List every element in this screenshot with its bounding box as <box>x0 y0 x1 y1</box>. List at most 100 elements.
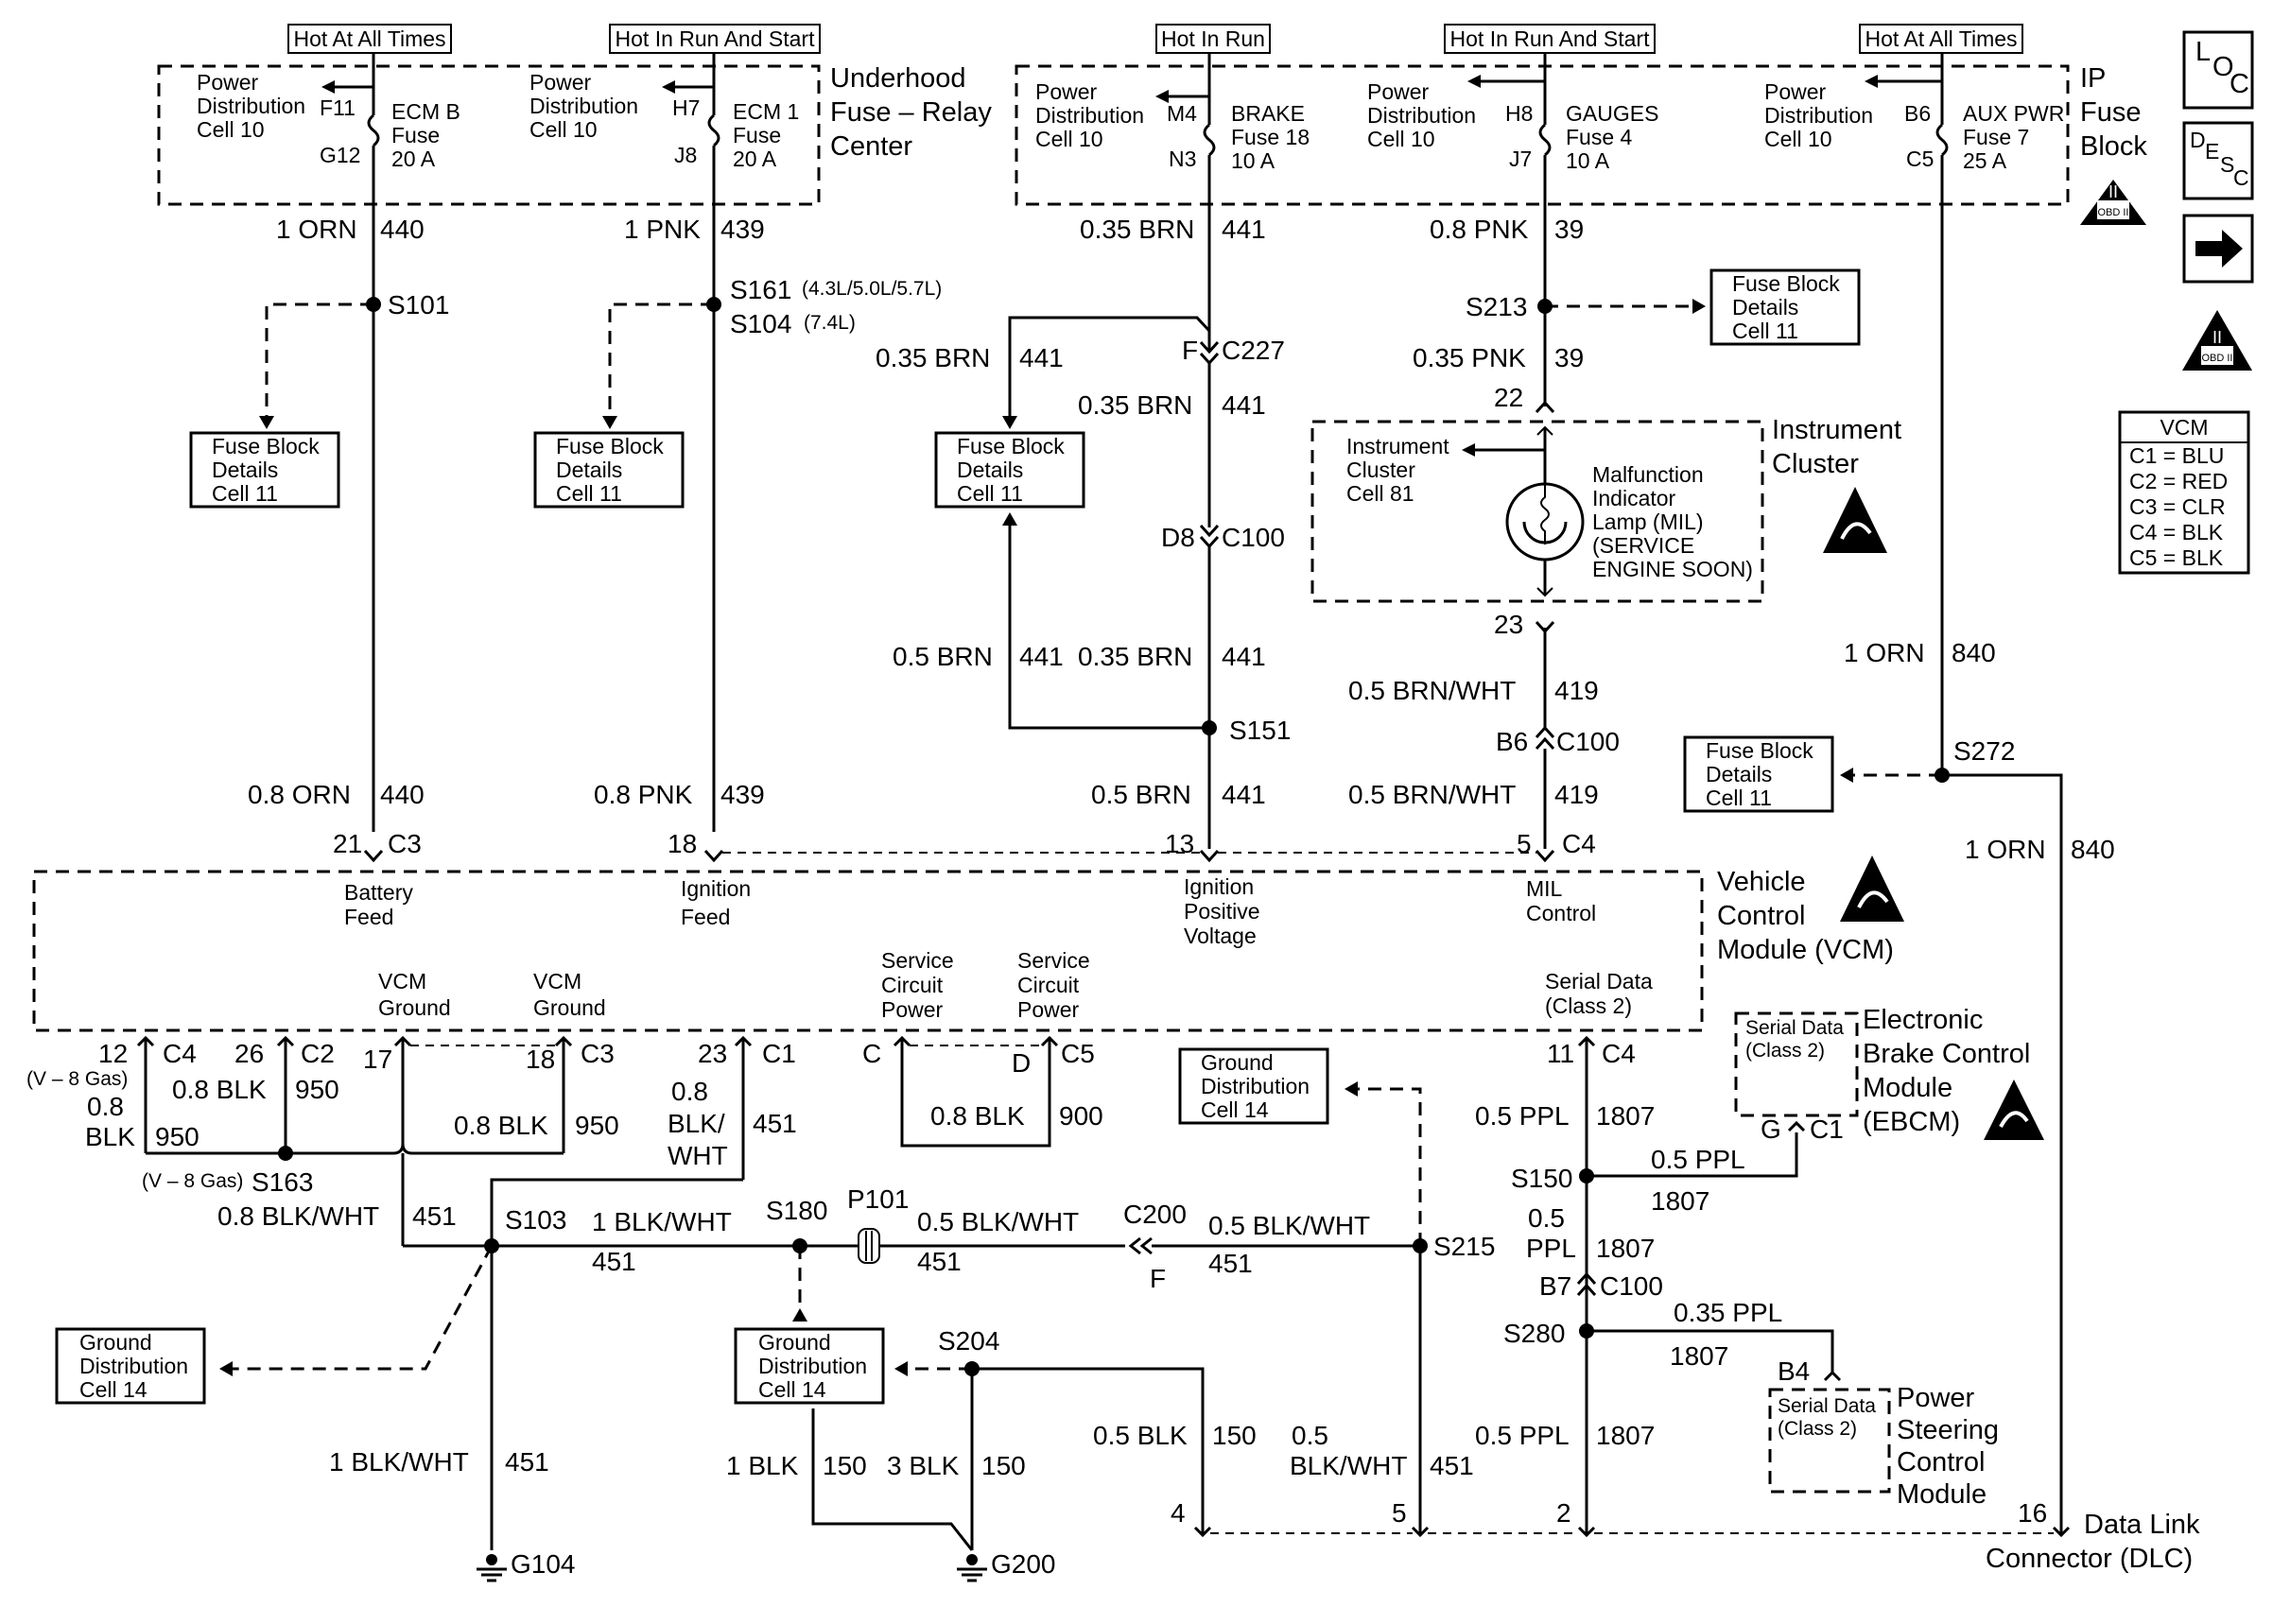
vcm-pin-17: 17 <box>363 1045 392 1074</box>
ground-g200: G200 <box>957 1549 1056 1582</box>
wire-label: 0.5 PPL <box>1475 1421 1570 1450</box>
connector-c100-pin-d8: D8 <box>1161 523 1195 552</box>
fuse-block-details-2[interactable]: Fuse Block Details Cell 11 <box>533 431 685 509</box>
vcm-mil-control-line1: MIL <box>1526 876 1563 901</box>
circuit-number: 441 <box>1222 780 1266 809</box>
ebcm-title-line4: (EBCM) <box>1863 1107 1960 1137</box>
obd-icon-roman-bottom: II <box>2212 328 2222 347</box>
circuit-number: 150 <box>981 1451 1026 1480</box>
dlc-title-line1: Data Link <box>2084 1510 2200 1540</box>
loc-icon[interactable]: L O C <box>2182 30 2254 110</box>
esd-warning-icon <box>1984 1080 2044 1140</box>
vcm-legend-title: VCM <box>2160 415 2208 440</box>
power-headers: Hot At All Times Hot In Run And Start Ho… <box>287 24 2023 54</box>
splice-s215: S215 <box>1433 1232 1495 1261</box>
splice-s280: S280 <box>1503 1319 1565 1348</box>
circuit-439: 1 PNK 439 S161 (4.3L/5.0L/5.7L) S104 (7.… <box>594 204 942 832</box>
fuse-block-details-3[interactable]: Fuse Block Details Cell 11 <box>934 431 1085 509</box>
vcm-connector-color-legend: VCM C1 = BLU C2 = RED C3 = CLR C4 = BLK … <box>2118 410 2250 575</box>
ground-distribution-1[interactable]: Ground Distribution Cell 14 <box>55 1327 206 1405</box>
svg-text:D: D <box>2190 128 2206 152</box>
ebcm-title-line3: Module <box>1863 1073 1952 1103</box>
wire-label: 0.5 BLK <box>1093 1421 1188 1450</box>
fuse-block-details-1[interactable]: Fuse Block Details Cell 11 <box>189 431 340 509</box>
wire-label: 0.5 PPL <box>1651 1145 1745 1174</box>
ref-line1: Ground <box>1201 1050 1274 1075</box>
ic-title-line1: Instrument <box>1772 415 1901 445</box>
vcm-pin-18: 18 <box>668 829 697 858</box>
wire-label: 0.35 BRN <box>876 343 990 372</box>
circuit-39-419: 0.8 PNK 39 S213 0.35 PNK 39 22 23 0.5 BR… <box>1348 215 1706 849</box>
fuse1-pd-line2: Distribution <box>197 94 305 118</box>
ground-distribution-2[interactable]: Ground Distribution Cell 14 <box>734 1327 885 1405</box>
dlc-pin-16: 16 <box>2018 1498 2047 1528</box>
circuit-number: 451 <box>917 1247 962 1276</box>
ground-g200-label: G200 <box>991 1549 1056 1579</box>
wire-label: 0.35 PNK <box>1413 343 1526 372</box>
ref-line1: Fuse Block <box>957 434 1065 458</box>
ip-title-line2: Fuse <box>2080 97 2141 128</box>
desc-icon[interactable]: D E S C <box>2182 121 2254 200</box>
vcm-scp2-line2: Circuit <box>1017 973 1080 997</box>
wire-label: 0.35 BRN <box>1080 215 1194 244</box>
connector-p101: P101 <box>847 1184 909 1214</box>
circuit-number: 1807 <box>1651 1186 1709 1216</box>
circuit-number: 451 <box>1208 1249 1253 1278</box>
fuse3-pd-line2: Distribution <box>1035 103 1144 128</box>
fuse-block-details-4[interactable]: Fuse Block Details Cell 11 <box>1709 268 1861 346</box>
header-hot-in-run-and-start-1: Hot In Run And Start <box>616 26 816 51</box>
vcm-mil-control-line2: Control <box>1526 901 1596 925</box>
ref-line1: Fuse Block <box>1732 271 1840 296</box>
wire-label: PPL <box>1526 1234 1576 1263</box>
ground-distribution-3[interactable]: Ground Distribution Cell 14 <box>1178 1047 1329 1125</box>
ref-line2: Details <box>957 458 1023 482</box>
wire-label: 0.5 BRN/WHT <box>1348 676 1516 705</box>
fuse3-pd-line1: Power <box>1035 79 1098 104</box>
header-hot-at-all-times-2: Hot At All Times <box>1865 26 2017 51</box>
fuse1-pin-bottom: G12 <box>320 143 360 167</box>
circuit-number: 451 <box>505 1447 549 1477</box>
fuse4-type: Fuse 4 <box>1566 125 1633 149</box>
ref-line2: Details <box>212 458 278 482</box>
obd-ii-warning-icon: II OBD II <box>2080 180 2146 225</box>
circuit-441: 0.35 BRN 441 F C227 0.35 BRN 441 0.35 BR… <box>876 215 1291 849</box>
circuit-840: 1 ORN 840 S272 1 ORN 840 <box>1840 638 2115 1533</box>
esd-warning-icon <box>1823 487 1887 553</box>
wire-label: 1 BLK/WHT <box>592 1207 732 1236</box>
splice-s101: S101 <box>388 290 449 320</box>
splice-s161: S161 <box>730 275 791 304</box>
underhood-title-line2: Fuse – Relay <box>830 97 992 128</box>
fuse4-rating: 10 A <box>1566 148 1610 173</box>
fuse5-type: Fuse 7 <box>1963 125 2029 149</box>
fuse-block-details-5[interactable]: Fuse Block Details Cell 11 <box>1683 735 1834 813</box>
wire-label: BLK/WHT <box>1290 1451 1407 1480</box>
vcm-pin-5: 5 <box>1517 829 1532 858</box>
svg-text:C: C <box>2233 165 2249 190</box>
fuse1-pin-top: F11 <box>320 95 356 120</box>
side-icons: L O C D E S C II OBD II II OBD II <box>2080 30 2254 575</box>
vcm-legend-row: C5 = BLK <box>2129 545 2224 570</box>
obd-ii-warning-icon-2: II OBD II <box>2182 310 2252 371</box>
fuse5-rating: 25 A <box>1963 148 2007 173</box>
fuse2-rating: 20 A <box>733 147 777 171</box>
vcm-connector-c4: C4 <box>1602 1039 1636 1068</box>
circuit-number: 1807 <box>1670 1341 1728 1371</box>
ebcm-title-line1: Electronic <box>1863 1005 1983 1035</box>
ebcm-connector-c1: C1 <box>1810 1114 1844 1144</box>
vcm-connector-c5: C5 <box>1061 1039 1095 1068</box>
fuse-gauges: Power Distribution Cell 10 H8 J7 GAUGES … <box>1367 53 1658 406</box>
splice-s204: S204 <box>938 1326 999 1356</box>
circuit-number: 1807 <box>1596 1234 1655 1263</box>
wire-label: 0.5 BRN/WHT <box>1348 780 1516 809</box>
circuit-number: 1807 <box>1596 1101 1655 1131</box>
vcm-serial-data-line1: Serial Data <box>1545 969 1653 993</box>
svg-text:O: O <box>2212 52 2234 82</box>
circuit-number: 440 <box>380 215 425 244</box>
fuse1-pd-line1: Power <box>197 70 259 95</box>
svg-text:S: S <box>2220 152 2234 177</box>
wire-label: 3 BLK <box>887 1451 960 1480</box>
vcm-ground-1-line1: VCM <box>378 969 426 993</box>
wire-label: 0.8 BLK <box>930 1101 1025 1131</box>
ref-line1: Fuse Block <box>1706 738 1813 763</box>
next-page-arrow-icon[interactable] <box>2182 214 2254 284</box>
